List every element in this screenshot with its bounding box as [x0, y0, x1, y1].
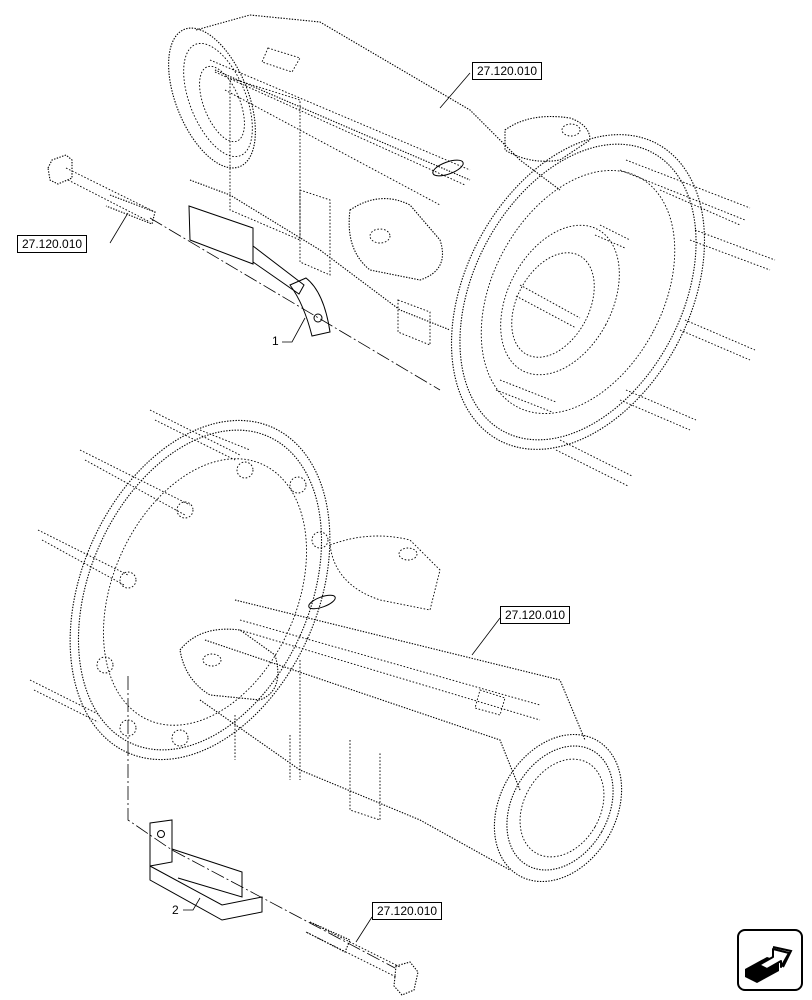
leader-bottom-bolt — [355, 916, 373, 943]
ref-label-top-bolt[interactable]: 27.120.010 — [17, 235, 88, 253]
bracket-item-2 — [149, 819, 263, 921]
callout-item-2: 2 — [172, 903, 179, 917]
leader-item-1 — [282, 317, 306, 343]
callout-item-1: 1 — [272, 334, 279, 348]
leader-item-2 — [183, 897, 201, 911]
next-page-button[interactable] — [737, 929, 803, 991]
top-alignment-line — [149, 217, 441, 391]
bracket-item-1 — [188, 205, 331, 337]
bottom-bolt — [305, 921, 419, 996]
leader-top-bolt — [109, 212, 129, 244]
bottom-alignment-line — [127, 676, 396, 969]
leader-top-housing — [439, 72, 471, 109]
ref-label-top-housing[interactable]: 27.120.010 — [472, 62, 543, 80]
leader-bottom-housing — [471, 617, 501, 656]
top-bolt — [47, 154, 156, 225]
bottom-axle-housing — [29, 409, 623, 883]
ref-label-bottom-housing[interactable]: 27.120.010 — [500, 606, 571, 624]
top-axle-housing — [168, 14, 776, 487]
ref-label-bottom-bolt[interactable]: 27.120.010 — [372, 902, 443, 920]
next-page-arrow-icon — [745, 946, 793, 983]
